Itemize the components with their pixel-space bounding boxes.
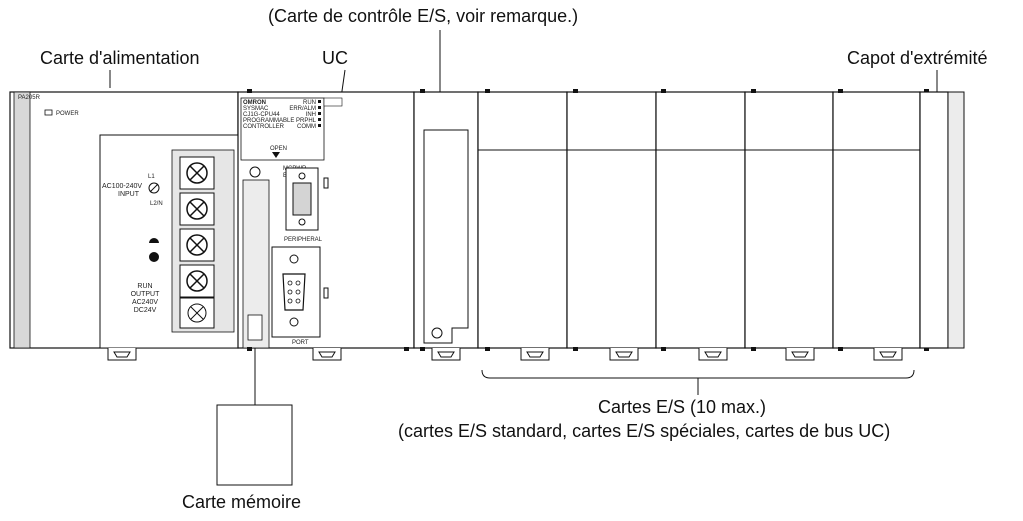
run-output-line-2: OUTPUT: [131, 291, 161, 298]
cpu-model-text: CJ1G-CPU44: [243, 112, 280, 118]
l1-text: L1: [148, 174, 155, 180]
cpu-ind-2: ERR/ALM: [289, 106, 316, 112]
cpu-ind-3: INH: [306, 112, 316, 118]
cpu-type-1: PROGRAMMABLE: [243, 118, 294, 124]
open-text: OPEN: [270, 146, 287, 152]
cpu-type-2: CONTROLLER: [243, 124, 285, 130]
connector-pins: [420, 89, 929, 351]
io-units-label: Cartes E/S (10 max.): [598, 397, 767, 417]
io-control-unit: [413, 91, 479, 361]
cpu-unit: OMRON SYSMAC CJ1G-CPU44 PROGRAMMABLE CON…: [237, 89, 415, 361]
power-led-text: POWER: [56, 111, 79, 117]
cpu-ind-4: PRPHL: [296, 118, 317, 124]
power-supply-unit: PA205R POWER AC100-240V INPUT L1 L2/N RU…: [9, 91, 239, 361]
memory-card-label: Carte mémoire: [182, 492, 302, 512]
run-output-line-1: RUN: [137, 283, 152, 290]
cpu-ind-1: RUN: [303, 100, 316, 106]
input-label-2: INPUT: [118, 191, 140, 198]
peripheral-text: PERIPHERAL: [284, 237, 323, 243]
power-model-text: PA205R: [18, 95, 41, 101]
run-output-line-4: DC24V: [134, 307, 157, 314]
power-supply-unit-label: Carte d'alimentation: [40, 48, 200, 68]
cpu-brand-text: OMRON: [243, 100, 266, 106]
cpu-series-text: SYSMAC: [243, 106, 269, 112]
l2n-text: L2/N: [150, 201, 163, 207]
memory-card: [216, 404, 293, 486]
end-cover: [919, 91, 965, 349]
end-cover-label: Capot d'extrémité: [847, 48, 988, 68]
io-units: [477, 91, 921, 361]
run-output-line-3: AC240V: [132, 299, 158, 306]
terminal-block: [179, 156, 215, 329]
io-units-types-label: (cartes E/S standard, cartes E/S spécial…: [398, 421, 891, 441]
io-control-unit-label: (Carte de contrôle E/S, voir remarque.): [268, 6, 579, 26]
input-label-1: AC100-240V: [102, 183, 142, 190]
cpu-ind-5: COMM: [297, 124, 316, 130]
cpu-unit-label: UC: [322, 48, 348, 68]
port-text: PORT: [292, 340, 309, 346]
